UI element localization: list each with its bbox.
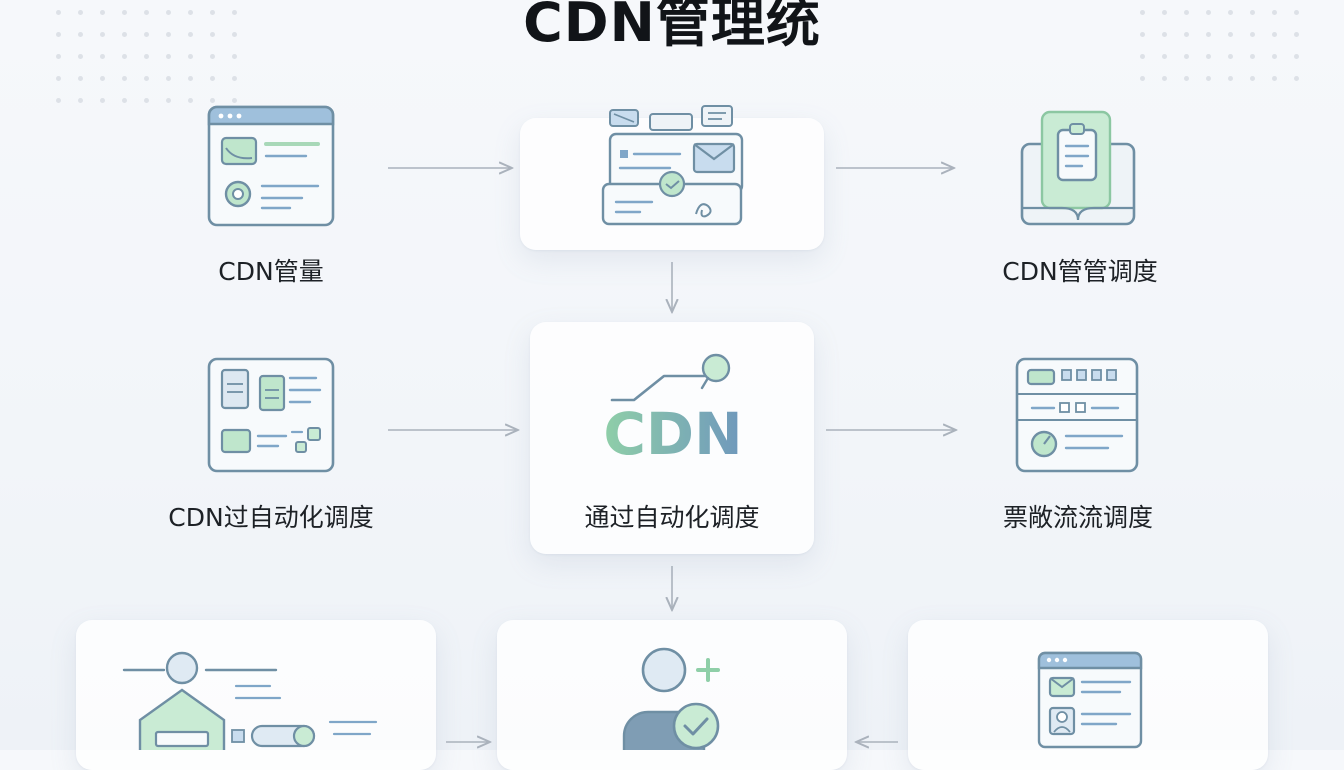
node-n3-label: CDN管管调度	[1002, 257, 1158, 286]
document-grid-icon	[207, 357, 335, 473]
page-title: CDN管理统	[523, 0, 821, 54]
profile-window-icon	[1037, 651, 1143, 749]
mail-server-icon	[601, 105, 744, 226]
dashboard-window-icon	[207, 105, 335, 227]
edges-layer	[388, 0, 1344, 750]
cdn-logo-text: CDN	[603, 400, 742, 466]
node-n1-label: CDN管量	[218, 257, 324, 286]
svg-text:CDN: CDN	[603, 400, 742, 466]
cdn-logo-icon	[610, 353, 731, 402]
clipboard-tablet-icon	[1020, 110, 1136, 226]
user-network-icon	[122, 651, 378, 750]
node-n6-label: 票敞流流调度	[1002, 503, 1153, 532]
user-add-check-icon	[622, 647, 720, 750]
node-n5-card[interactable]	[530, 322, 814, 554]
node-n5-label: 通过自动化调度	[584, 503, 760, 532]
control-panel-icon	[1015, 357, 1139, 473]
decor-dots-left	[56, 10, 237, 103]
decor-dots-right	[1140, 10, 1299, 81]
node-n4-label: CDN过自动化调度	[168, 503, 374, 532]
